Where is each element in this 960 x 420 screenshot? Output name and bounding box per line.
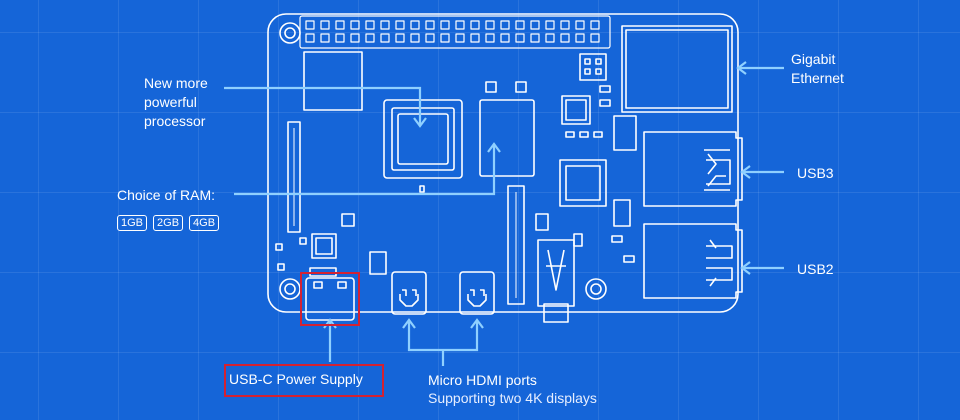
usb3-label: USB3 [797, 165, 834, 181]
gpio-pin [410, 33, 420, 43]
hdmi-sublabel: Supporting two 4K displays [428, 390, 597, 406]
gpio-pin [395, 20, 405, 30]
processor-callout-line [224, 86, 422, 124]
gpio-pin [410, 20, 420, 30]
ethernet-label: Gigabit Ethernet [791, 51, 844, 86]
power-label-highlight [224, 364, 384, 397]
gpio-pin [380, 33, 390, 43]
gpio-pin [455, 33, 465, 43]
processor-label: New more powerful processor [144, 75, 208, 129]
ethernet-port-icon [621, 25, 733, 113]
ram-option-2gb: 2GB [153, 215, 184, 231]
gpio-pin [305, 20, 315, 30]
gpio-pin [485, 20, 495, 30]
micro-hdmi-port-icon [391, 271, 495, 315]
gpio-pin [545, 33, 555, 43]
gpio-pin [380, 20, 390, 30]
gpio-pin [365, 20, 375, 30]
power-label: USB-C Power Supply [229, 371, 363, 387]
gpio-header [299, 15, 611, 49]
camera-connector [507, 185, 525, 305]
gpio-pin [500, 33, 510, 43]
gpio-pin [365, 33, 375, 43]
display-connector [287, 121, 301, 233]
hdmi-label: Micro HDMI ports [428, 372, 537, 388]
gpio-pin [575, 20, 585, 30]
gpio-pin [590, 33, 600, 43]
ram-option-4gb: 4GB [189, 215, 220, 231]
gpio-pin [395, 33, 405, 43]
board-outline [267, 13, 739, 313]
usb3-port-icon [643, 131, 743, 207]
gpio-pin [560, 20, 570, 30]
gpio-pin [440, 33, 450, 43]
ram-chip-icon [479, 99, 535, 177]
ram-option-1gb: 1GB [117, 215, 148, 231]
audio-jack-icon [537, 239, 575, 323]
gpio-pin [440, 20, 450, 30]
gpio-pin [560, 33, 570, 43]
gpio-pin [500, 20, 510, 30]
gpio-pin [590, 20, 600, 30]
gpio-pin [485, 33, 495, 43]
usb2-port-icon [643, 223, 743, 299]
ram-callout-line [234, 146, 496, 196]
gpio-pin [425, 33, 435, 43]
hdmi-callout-line [407, 322, 479, 352]
ram-label: Choice of RAM: [117, 187, 216, 203]
processor-chip-icon [383, 99, 463, 179]
gpio-pin [515, 33, 525, 43]
gpio-pin [320, 20, 330, 30]
gpio-pin [515, 20, 525, 30]
gpio-pin [530, 20, 540, 30]
gpio-pin [530, 33, 540, 43]
power-port-highlight [300, 272, 360, 326]
usb2-label: USB2 [797, 261, 834, 277]
gpio-pin [350, 20, 360, 30]
gpio-pin [545, 20, 555, 30]
gpio-pin [335, 20, 345, 30]
gpio-pin [320, 33, 330, 43]
gpio-pin [470, 33, 480, 43]
gpio-pin [470, 20, 480, 30]
small-header [579, 53, 607, 81]
ram-options: 1GB 2GB 4GB [117, 214, 225, 233]
gpio-pin [335, 33, 345, 43]
gpio-pin [425, 20, 435, 30]
gpio-pin [455, 20, 465, 30]
gpio-pin [305, 33, 315, 43]
gpio-pin [575, 33, 585, 43]
gpio-pin [350, 33, 360, 43]
